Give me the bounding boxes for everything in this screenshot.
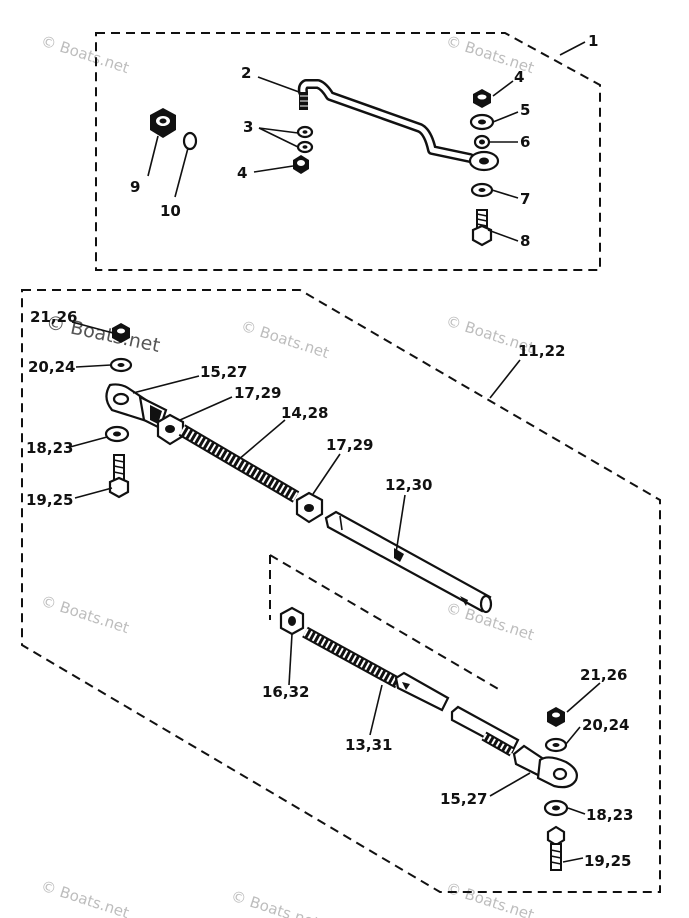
callout-13-31: 13,31 bbox=[345, 736, 392, 754]
callout-8: 8 bbox=[520, 232, 530, 250]
callout-4: 4 bbox=[237, 164, 247, 182]
watermark: © Boats.net bbox=[239, 317, 332, 362]
part-18-23-washer-right bbox=[543, 799, 569, 817]
part-16-32-nut bbox=[279, 606, 305, 636]
part-15-27-rod-end-right bbox=[512, 744, 578, 789]
part-17-29-nut-right bbox=[295, 491, 324, 524]
part-6-bushing bbox=[473, 134, 491, 150]
part-12-30-tube bbox=[324, 510, 493, 614]
callout-18-23: 18,23 bbox=[26, 439, 73, 457]
part-10-washer bbox=[182, 131, 198, 151]
part-19-25-bolt-left bbox=[108, 454, 130, 499]
callout-11-22: 11,22 bbox=[518, 342, 565, 360]
tube-subassembly-boundary bbox=[269, 554, 501, 691]
callout-21-26: 21,26 bbox=[30, 308, 77, 326]
callout-20-24: 20,24 bbox=[28, 358, 75, 376]
callout-7: 7 bbox=[520, 190, 530, 208]
part-2-link-arm bbox=[297, 79, 500, 172]
callout-19-25: 19,25 bbox=[26, 491, 73, 509]
callout-16-32: 16,32 bbox=[262, 683, 309, 701]
callout-15-27: 15,27 bbox=[440, 790, 487, 808]
callout-10: 10 bbox=[160, 202, 181, 220]
callout-14-28: 14,28 bbox=[281, 404, 328, 422]
callout-15-27: 15,27 bbox=[200, 363, 247, 381]
watermark: © Boats.net bbox=[39, 592, 132, 637]
group-11-22-boundary bbox=[21, 289, 661, 893]
watermark: © Boats.net bbox=[39, 32, 132, 77]
callout-21-26: 21,26 bbox=[580, 666, 627, 684]
part-21-26-nut-right bbox=[547, 707, 565, 727]
part-7-washer bbox=[470, 182, 494, 198]
watermark: © Boats.net bbox=[39, 877, 132, 918]
part-21-26-nut-left bbox=[112, 323, 130, 343]
part-3-bushings bbox=[296, 125, 314, 154]
part-9-lock-nut bbox=[150, 108, 176, 138]
callout-17-29: 17,29 bbox=[234, 384, 281, 402]
callout-18-23: 18,23 bbox=[586, 806, 633, 824]
part-14-28-threaded-rod bbox=[178, 424, 300, 503]
part-19-25-bolt-right bbox=[546, 825, 566, 871]
callout-2: 2 bbox=[241, 64, 251, 82]
callout-6: 6 bbox=[520, 133, 530, 151]
callout-19-25: 19,25 bbox=[584, 852, 631, 870]
callout-9: 9 bbox=[130, 178, 140, 196]
callout-17-29: 17,29 bbox=[326, 436, 373, 454]
part-20-24-washer-right bbox=[544, 737, 568, 753]
watermark: © Boats.net bbox=[229, 887, 322, 918]
top-group: 1 2 3 4 9 10 4 5 6 7 8 bbox=[95, 32, 601, 271]
callout-12-30: 12,30 bbox=[385, 476, 432, 494]
bottom-group: 11,22 21,26 20,24 15,27 17,29 14,28 18,2… bbox=[21, 289, 661, 893]
part-13-31-threaded-rod bbox=[302, 626, 520, 757]
part-5-washer bbox=[469, 113, 495, 131]
part-18-23-washer-left bbox=[104, 425, 130, 443]
part-20-24-washer-left bbox=[109, 357, 133, 373]
callout-20-24: 20,24 bbox=[582, 716, 629, 734]
part-4-nut-left bbox=[293, 155, 309, 174]
callout-3: 3 bbox=[243, 118, 253, 136]
part-17-29-nut-left bbox=[156, 413, 185, 446]
group-1-boundary bbox=[95, 32, 601, 271]
part-8-bolt bbox=[471, 209, 493, 247]
part-4-nut-right bbox=[473, 89, 491, 108]
callout-5: 5 bbox=[520, 101, 530, 119]
callout-4: 4 bbox=[514, 68, 524, 86]
watermark: © Boats.net bbox=[444, 879, 537, 918]
callout-1: 1 bbox=[588, 32, 598, 50]
